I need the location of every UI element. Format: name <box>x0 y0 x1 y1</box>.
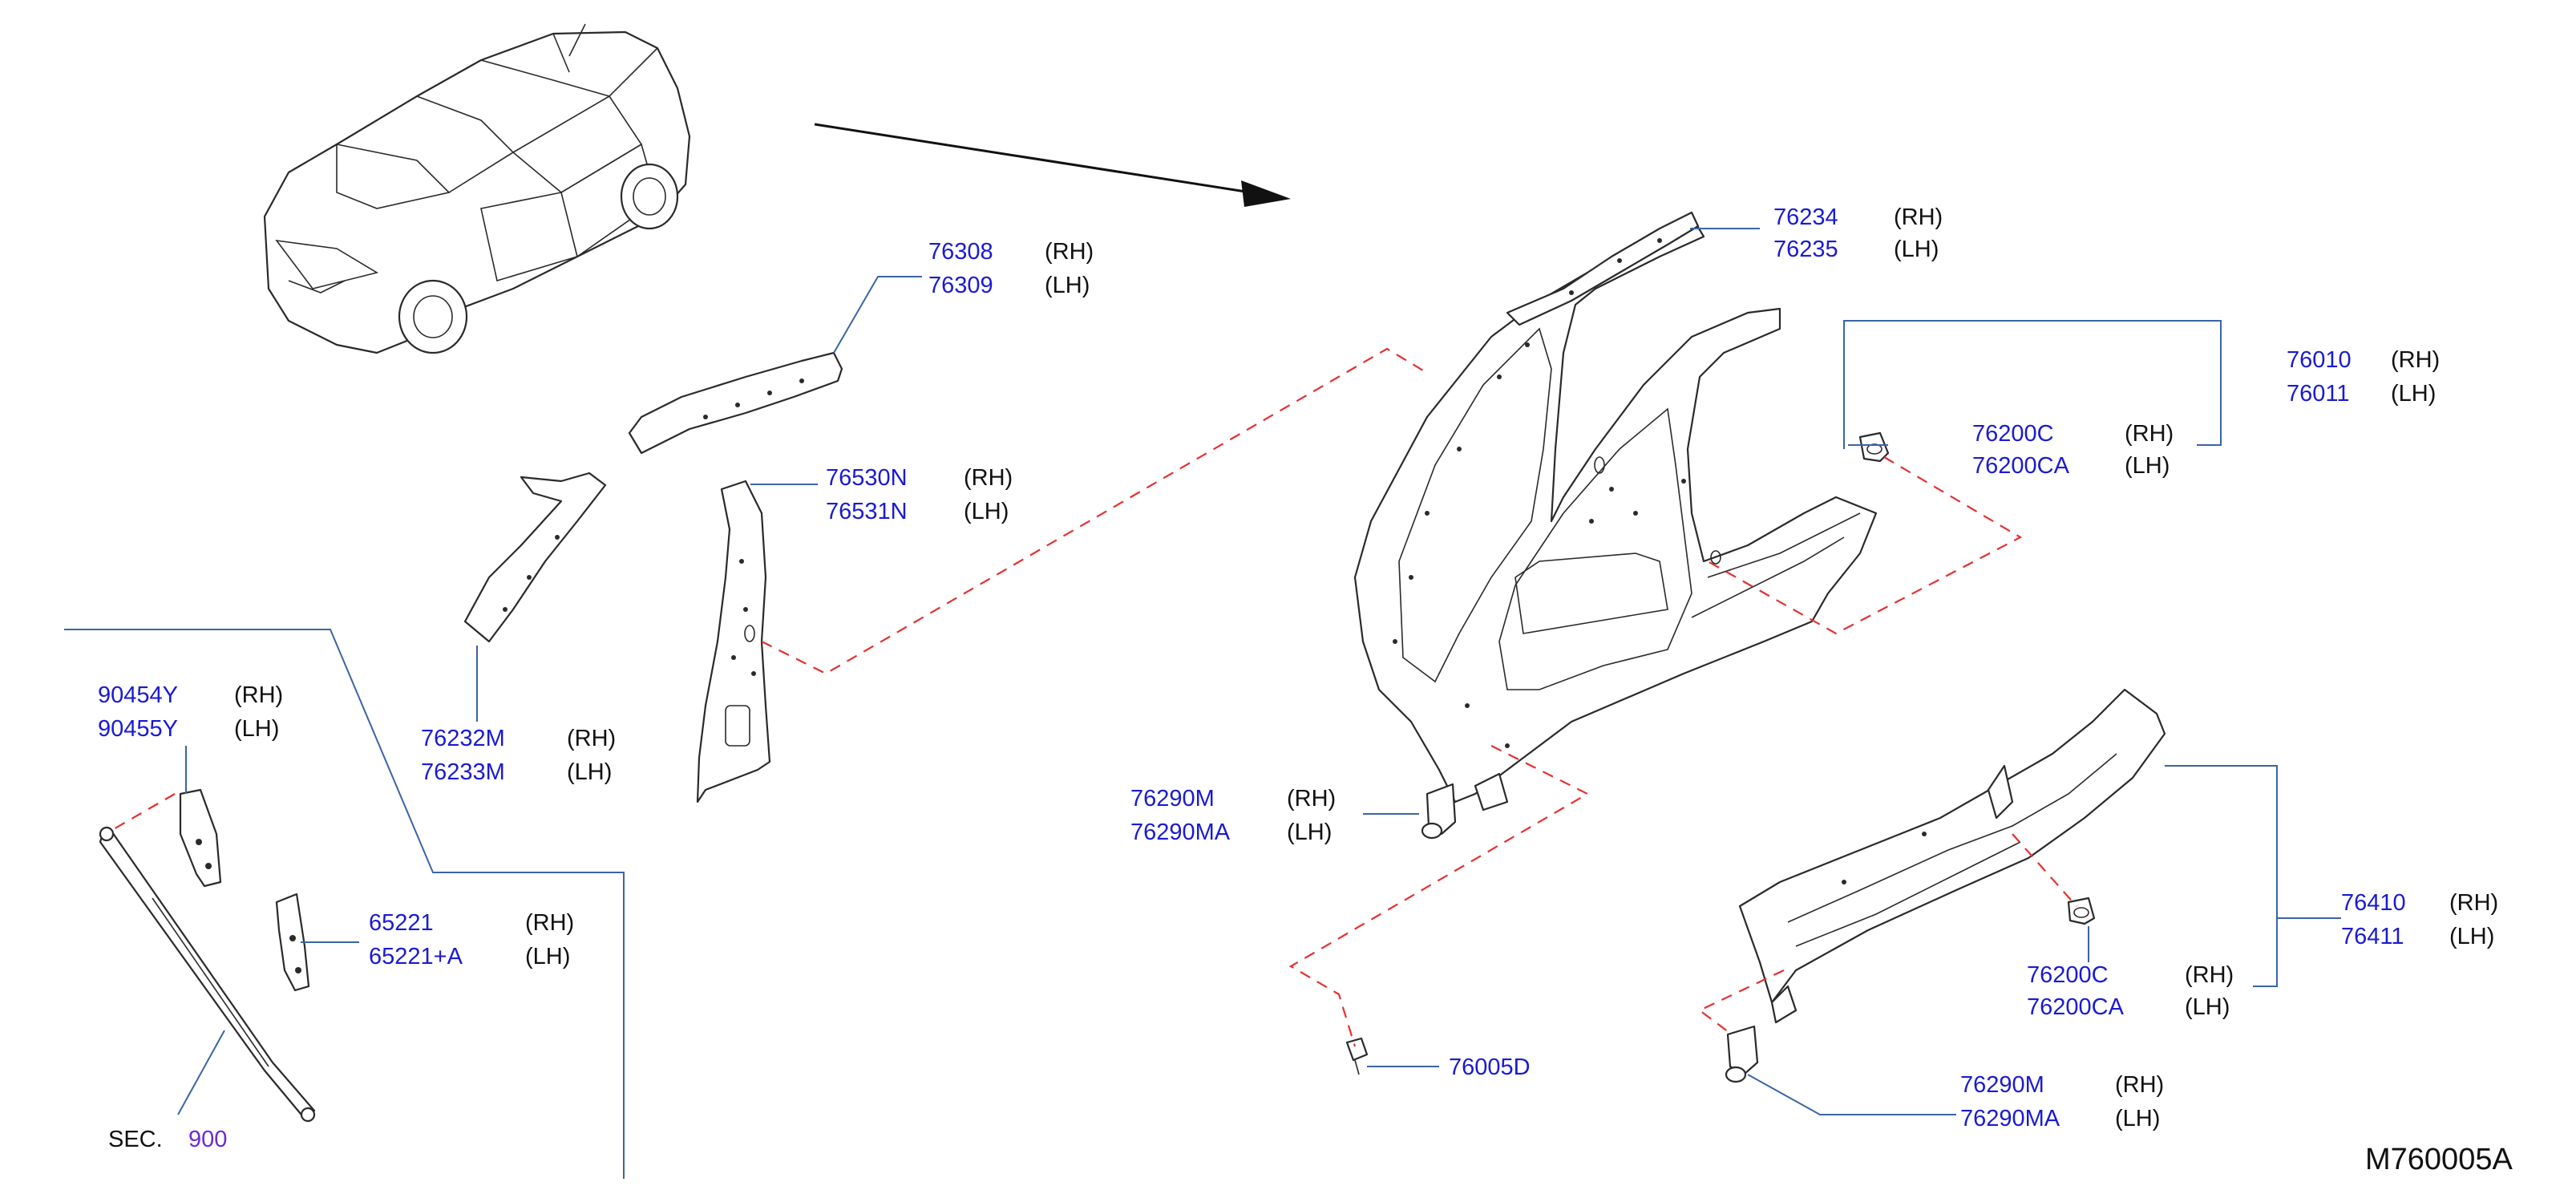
bracket-76290M-lower <box>1725 1025 1759 1083</box>
callout-76309: 76309 (LH) <box>928 273 1090 298</box>
callout-76411: 76411 (LH) <box>2341 924 2494 949</box>
gas-strut-part-900 <box>99 826 316 1123</box>
bolt-76005D <box>1345 1037 1369 1075</box>
part-number: 76200CA <box>2027 994 2125 1020</box>
side-label: (LH) <box>964 499 1009 524</box>
callout-76410: 76410 (RH) <box>2341 890 2498 916</box>
callout-76530N: 76530N (RH) <box>826 465 1013 491</box>
part-number: 76290M <box>1960 1072 2044 1098</box>
part-number: 76309 <box>928 273 993 298</box>
side-label: (RH) <box>1045 239 1094 265</box>
part-number: 90455Y <box>98 716 178 742</box>
part-number: 76232M <box>421 726 505 751</box>
callout-76200C-lower: 76200C (RH) <box>2027 962 2234 988</box>
part-number: 76411 <box>2341 924 2404 949</box>
callout-76290MA-lower: 76290MA (LH) <box>1960 1106 2160 1131</box>
side-label: (RH) <box>525 910 574 936</box>
bracket-76290M-upper <box>1421 783 1457 840</box>
part-number: 65221+A <box>369 944 463 969</box>
part-number: 65221 <box>369 910 434 936</box>
callout-76233M: 76233M (LH) <box>421 759 612 785</box>
roof-rail-inner-76234 <box>1506 211 1700 326</box>
side-label: (LH) <box>234 716 279 742</box>
callout-76308: 76308 (RH) <box>928 239 1094 265</box>
side-label: (RH) <box>234 682 283 708</box>
callout-90454Y: 90454Y (RH) <box>98 682 283 708</box>
callout-76200CA-upper: 76200CA (LH) <box>1972 453 2170 479</box>
part-number: 76290MA <box>1130 820 1231 845</box>
part-number: 76410 <box>2341 890 2406 916</box>
clip-76200C-upper <box>1858 431 1890 463</box>
callout-76200C-upper: 76200C (RH) <box>1972 421 2174 447</box>
part-number: 76200C <box>1972 421 2054 447</box>
callout-76290M-lower: 76290M (RH) <box>1960 1072 2164 1098</box>
part-number: 76234 <box>1773 204 1838 230</box>
part-number: 76235 <box>1773 237 1838 262</box>
callout-76232M: 76232M (RH) <box>421 726 616 751</box>
part-number: 76200C <box>2027 962 2109 988</box>
side-label: (RH) <box>2125 421 2174 447</box>
part-number: 76010 <box>2287 347 2352 373</box>
part-number: 76011 <box>2287 381 2350 407</box>
side-label: (LH) <box>1045 273 1090 298</box>
section-label: SEC. <box>108 1127 163 1152</box>
roof-rail-part-76308 <box>628 351 843 455</box>
side-label: (LH) <box>1287 820 1332 845</box>
callout-76011: 76011 (LH) <box>2287 381 2436 407</box>
section-reference: SEC. 900 <box>108 1127 227 1152</box>
sill-outer-part-76410 <box>1738 688 2166 1024</box>
side-label: (LH) <box>2115 1106 2160 1131</box>
side-label: (LH) <box>1894 237 1939 262</box>
vehicle-overview-illustration <box>263 23 691 354</box>
drawing-code: M760005A <box>2365 1143 2513 1176</box>
side-label: (LH) <box>525 944 570 969</box>
side-label: (RH) <box>1287 786 1336 812</box>
part-number: 76290M <box>1130 786 1215 812</box>
callout-76290MA-upper: 76290MA (LH) <box>1130 820 1332 845</box>
callout-76290M-upper: 76290M (RH) <box>1130 786 1336 812</box>
b-pillar-part-76530N <box>696 480 771 803</box>
side-label: (LH) <box>2185 994 2230 1020</box>
side-label: (RH) <box>964 465 1013 491</box>
hinge-part-90454Y <box>179 788 222 888</box>
side-label: (RH) <box>2185 962 2234 988</box>
part-number: 76200CA <box>1972 453 2070 479</box>
callout-76005D: 76005D <box>1449 1054 1531 1080</box>
side-label: (RH) <box>567 726 616 751</box>
hinge-part-65221 <box>275 892 310 992</box>
callout-76235: 76235 (LH) <box>1773 237 1939 262</box>
side-label: (RH) <box>1894 204 1943 230</box>
part-number: 90454Y <box>98 682 178 708</box>
side-label: (LH) <box>2391 381 2436 407</box>
part-number: 76290MA <box>1960 1106 2060 1131</box>
part-number: 76005D <box>1449 1054 1531 1080</box>
part-number: 76530N <box>826 465 908 491</box>
callout-76010: 76010 (RH) <box>2287 347 2440 373</box>
callout-65221A: 65221+A (LH) <box>369 944 570 969</box>
side-label: (LH) <box>2449 924 2494 949</box>
leader-lines <box>64 228 2341 1179</box>
callout-90455Y: 90455Y (LH) <box>98 716 279 742</box>
section-number[interactable]: 900 <box>188 1127 227 1152</box>
callout-76200CA-lower: 76200CA (LH) <box>2027 994 2230 1020</box>
body-side-outer-assembly <box>1353 215 1878 812</box>
dashed-guide-lines <box>111 347 2077 1047</box>
part-number: 76308 <box>928 239 993 265</box>
a-pillar-part-76232M <box>463 472 607 643</box>
side-label: (RH) <box>2391 347 2440 373</box>
side-label: (LH) <box>567 759 612 785</box>
part-number: 76531N <box>826 499 908 524</box>
direction-arrow <box>814 123 1291 207</box>
callout-76531N: 76531N (LH) <box>826 499 1009 524</box>
callout-65221: 65221 (RH) <box>369 910 574 936</box>
callout-76234: 76234 (RH) <box>1773 204 1943 230</box>
part-number: 76233M <box>421 759 505 785</box>
side-label: (LH) <box>2125 453 2170 479</box>
side-label: (RH) <box>2449 890 2498 916</box>
side-label: (RH) <box>2115 1072 2164 1098</box>
clip-76200C-lower <box>2067 897 2096 925</box>
